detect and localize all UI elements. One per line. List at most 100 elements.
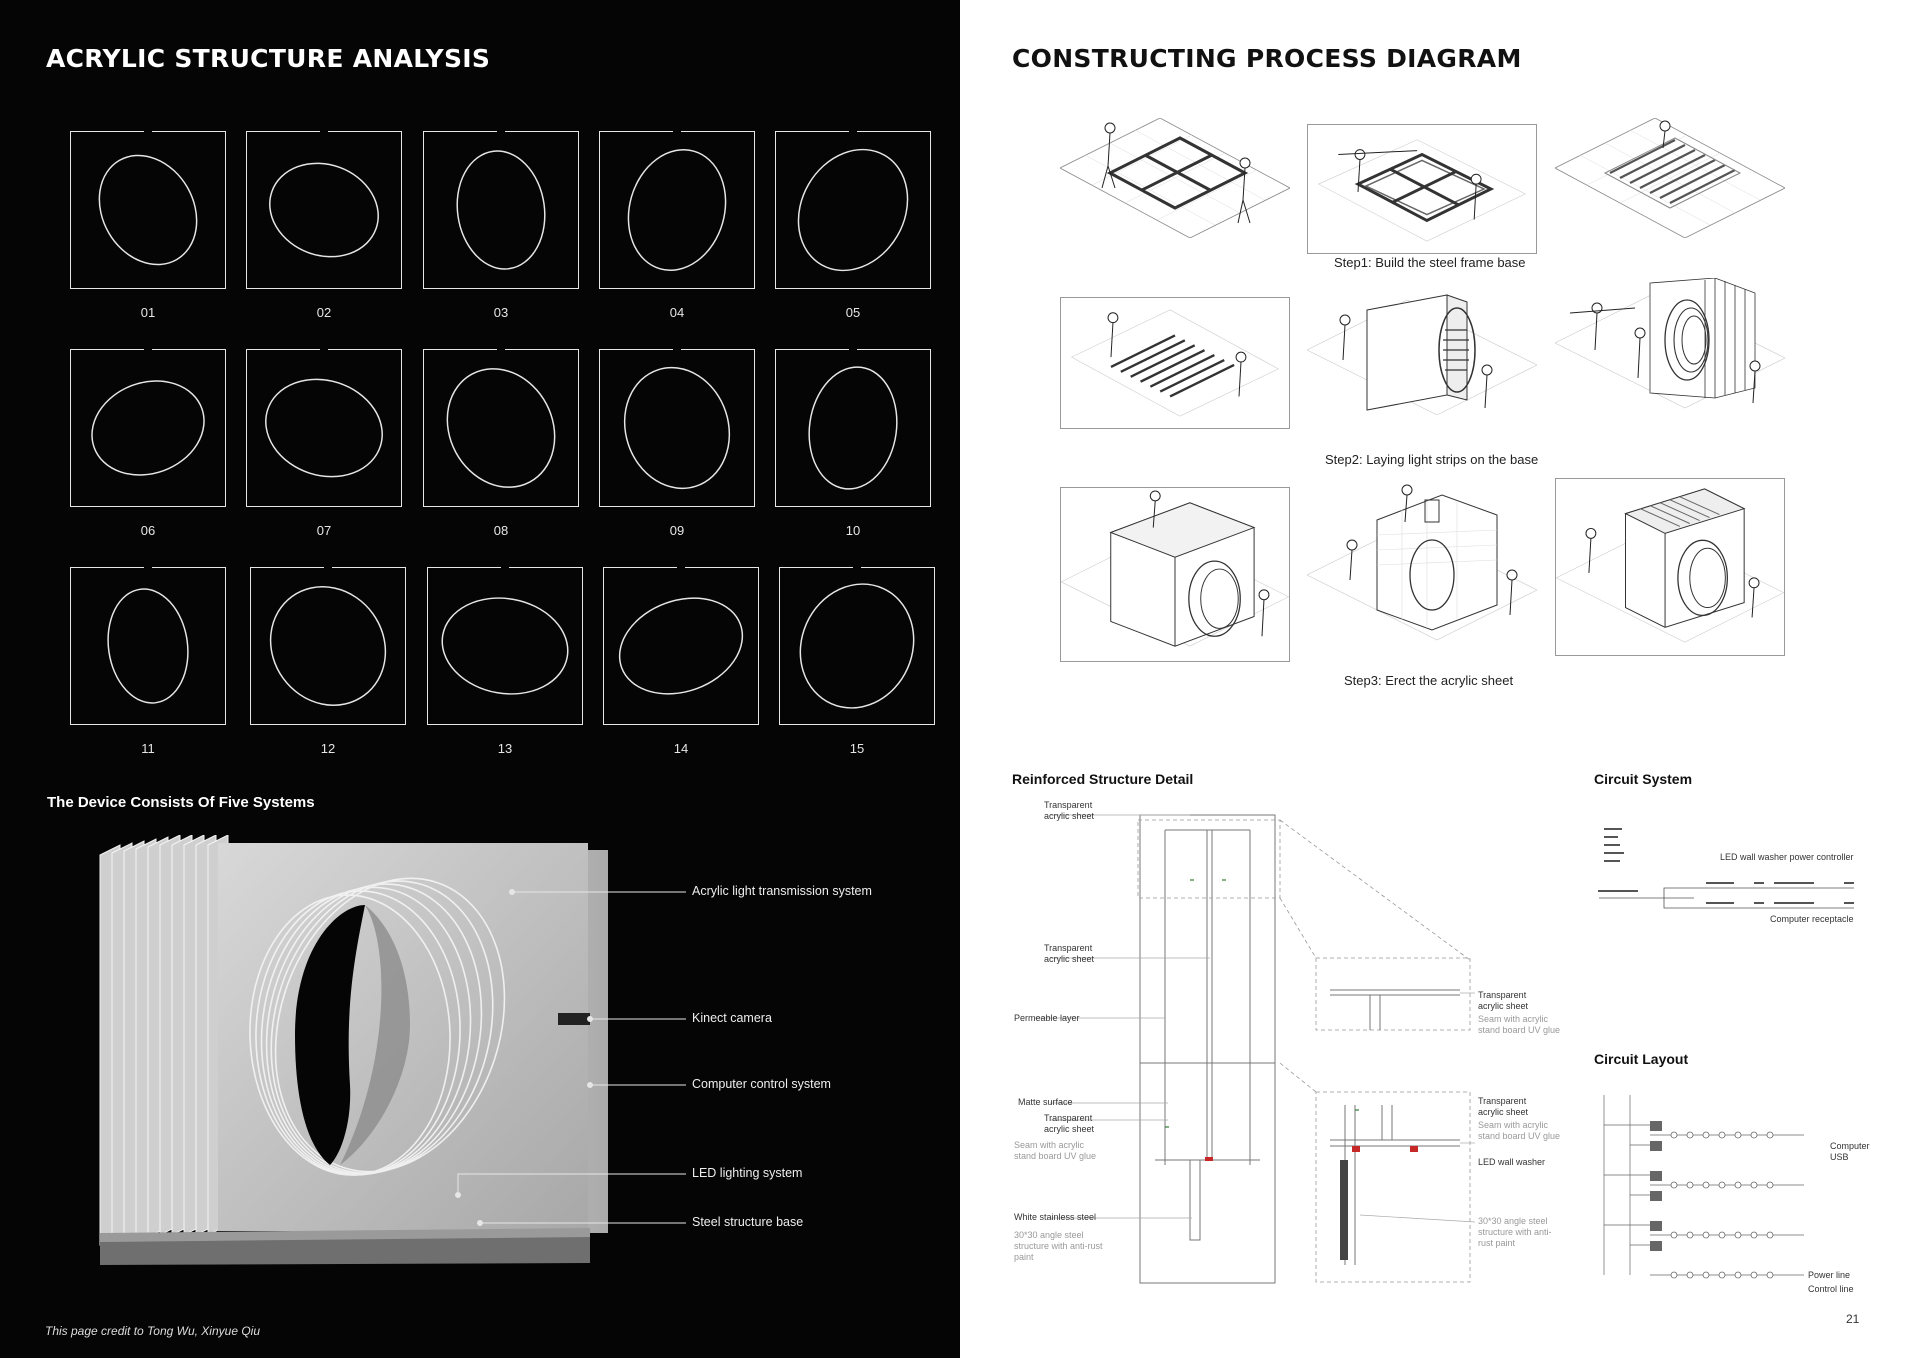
tile-number: 04	[669, 305, 685, 320]
tile-number: 02	[316, 305, 332, 320]
ellipse-shape	[269, 586, 387, 706]
ellipse-shape	[265, 378, 383, 478]
tile-number: 10	[845, 523, 861, 538]
ellipse-outline	[446, 368, 556, 488]
ellipse-outline	[797, 148, 909, 272]
ellipse-tile	[599, 348, 755, 507]
ellipse-tile	[775, 130, 931, 289]
acrylic-analysis-title: ACRYLIC STRUCTURE ANALYSIS	[46, 44, 491, 73]
callout-acrylic-system: Acrylic light transmission system	[692, 884, 872, 898]
ellipse-outline	[799, 583, 915, 709]
label-white-stainless-steel: White stainless steel	[1014, 1212, 1097, 1222]
page-credit: This page credit to Tong Wu, Xinyue Qiu	[45, 1324, 261, 1338]
label-seam-3: Seam with acrylic stand board UV glue	[1478, 1120, 1561, 1141]
step1-image-2	[1307, 124, 1537, 254]
ellipse-tile	[775, 348, 931, 507]
ellipse-shape	[456, 150, 546, 270]
label-seam-2: Seam with acrylic stand board UV glue	[1478, 1014, 1561, 1035]
ellipse-tile	[603, 566, 759, 725]
label-permeable-layer: Permeable layer	[1014, 1013, 1080, 1023]
callout-steel-base: Steel structure base	[692, 1215, 804, 1229]
tile-number: 11	[141, 741, 155, 756]
constructing-process-title: CONSTRUCTING PROCESS DIAGRAM	[1012, 44, 1522, 73]
ellipse-outline	[441, 597, 569, 695]
ellipse-tile	[70, 566, 226, 725]
step2-caption: Step2: Laying light strips on the base	[1325, 452, 1539, 467]
ellipse-shape	[799, 583, 915, 709]
structure-detail-drawing	[1035, 814, 1476, 1284]
device-render	[99, 835, 608, 1265]
right-page: CONSTRUCTING PROCESS DIAGRAM Step1: Buil…	[960, 0, 1920, 1358]
ellipse-tile	[246, 130, 402, 289]
tile-number: 08	[493, 523, 509, 538]
label-acrylic-1: Transparent acrylic sheet	[1044, 800, 1095, 821]
ellipse-outline	[269, 162, 379, 258]
tile-number: 15	[849, 741, 865, 756]
step3-image-3	[1555, 478, 1785, 656]
tile-number: 13	[497, 741, 513, 756]
label-matte-surface: Matte surface	[1018, 1097, 1073, 1107]
callout-kinect-camera: Kinect camera	[692, 1011, 772, 1025]
label-led-wall-washer: LED wall washer	[1478, 1157, 1546, 1167]
ellipse-outline	[98, 154, 198, 266]
label-acrylic-5: Transparent acrylic sheet	[1478, 1096, 1529, 1117]
computer-usb-label: Computer USB	[1830, 1141, 1870, 1162]
step2-first-sheet	[1307, 294, 1537, 415]
tile-number: 14	[673, 741, 689, 756]
ellipse-shape	[446, 368, 556, 488]
tile-number: 12	[320, 741, 336, 756]
ellipse-tile	[423, 130, 579, 289]
ellipse-outline	[618, 597, 744, 695]
ellipse-outline	[456, 150, 546, 270]
ellipse-shape	[797, 148, 909, 272]
led-power-controller-label: LED wall washer power controller	[1720, 852, 1854, 862]
step3-caption: Step3: Erect the acrylic sheet	[1344, 673, 1514, 688]
label-acrylic-4: Transparent acrylic sheet	[1478, 990, 1529, 1011]
step2-multiple-sheets	[1555, 278, 1785, 409]
tile-number: 05	[845, 305, 861, 320]
step1-caption: Step1: Build the steel frame base	[1334, 255, 1526, 270]
computer-receptacle-label: Computer receptacle	[1770, 914, 1854, 924]
step3-image-1	[1060, 487, 1290, 662]
step2-image-1	[1060, 297, 1290, 429]
page-number: 21	[1846, 1312, 1860, 1326]
label-angle-steel-2: 30*30 angle steel structure with anti- r…	[1478, 1216, 1552, 1248]
label-seam-1: Seam with acrylic stand board UV glue	[1014, 1140, 1097, 1161]
ellipse-outline	[808, 366, 898, 490]
circuit-layout-diagram	[1603, 1095, 1804, 1279]
ellipse-shape	[627, 148, 727, 272]
tile-number: 07	[316, 523, 332, 538]
power-line-label: Power line	[1808, 1270, 1851, 1280]
control-line-label: Control line	[1808, 1284, 1854, 1294]
ellipse-tile	[779, 566, 935, 725]
ellipse-shape	[441, 597, 569, 695]
ellipse-outline	[265, 378, 383, 478]
callout-led-lighting: LED lighting system	[692, 1166, 803, 1180]
ellipse-outline	[623, 366, 731, 490]
step3-image-2	[1307, 484, 1537, 641]
circuit-system-diagram	[1598, 828, 1854, 909]
ellipse-tile	[423, 348, 579, 507]
ellipse-shape	[91, 380, 205, 476]
ellipse-tile	[246, 348, 402, 507]
ellipse-outline	[91, 380, 205, 476]
systems-title: The Device Consists Of Five Systems	[47, 794, 315, 811]
circuit-system-title: Circuit System	[1594, 771, 1693, 787]
ellipse-shape	[808, 366, 898, 490]
step1-light-strips	[1555, 118, 1785, 238]
ellipse-tile	[70, 348, 226, 507]
ellipse-shape	[107, 588, 189, 704]
circuit-layout-title: Circuit Layout	[1594, 1051, 1689, 1067]
tile-number: 03	[493, 305, 509, 320]
ellipse-tile	[250, 566, 406, 725]
tile-number: 06	[140, 523, 156, 538]
ellipse-shape	[618, 597, 744, 695]
label-angle-steel-1: 30*30 angle steel structure with anti-ru…	[1014, 1230, 1103, 1262]
label-acrylic-2: Transparent acrylic sheet	[1044, 943, 1095, 964]
ellipse-tile	[70, 130, 226, 289]
tile-number: 09	[669, 523, 685, 538]
ellipse-outline	[269, 586, 387, 706]
ellipse-outline	[107, 588, 189, 704]
ellipse-shape	[98, 154, 198, 266]
